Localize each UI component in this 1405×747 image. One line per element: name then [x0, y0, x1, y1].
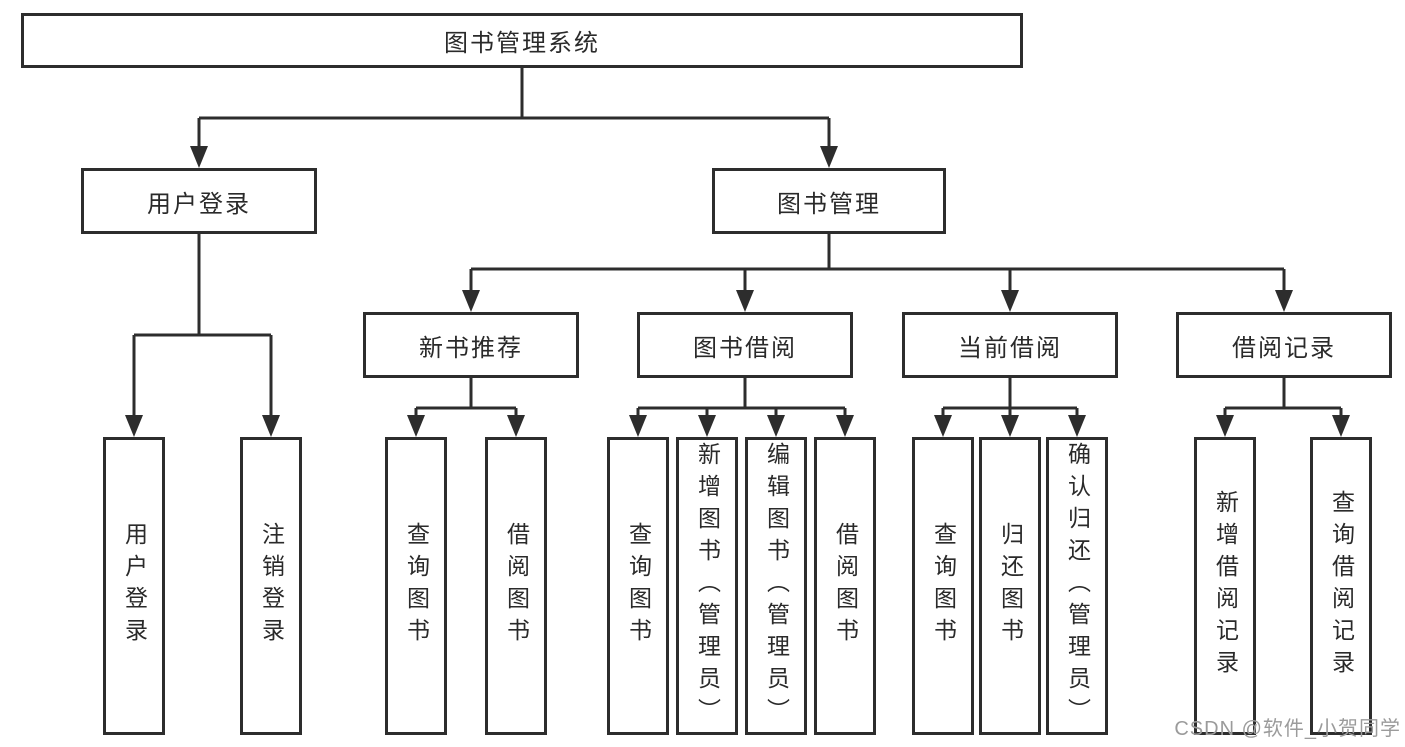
node-user-login: 用户登录 — [81, 168, 317, 234]
leaf-edit-books-admin: 编辑图书（管理员） — [745, 437, 807, 735]
leaf-query-books-recommend: 查询图书 — [385, 437, 447, 735]
node-root: 图书管理系统 — [21, 13, 1023, 68]
leaf-user-login-label: 用户登录 — [121, 522, 148, 650]
leaf-return-books-label: 归还图书 — [997, 522, 1024, 650]
leaf-query-borrow-record: 查询借阅记录 — [1310, 437, 1372, 735]
leaf-user-login: 用户登录 — [103, 437, 165, 735]
leaf-add-borrow-record-label: 新增借阅记录 — [1212, 490, 1239, 682]
leaf-add-books-admin-label: 新增图书（管理员） — [694, 442, 721, 730]
leaf-query-books-recommend-label: 查询图书 — [403, 522, 430, 650]
node-new-book-recommendation-label: 新书推荐 — [419, 334, 523, 362]
leaf-query-books-current: 查询图书 — [912, 437, 974, 735]
node-user-login-label: 用户登录 — [147, 190, 251, 218]
node-book-management-label: 图书管理 — [777, 190, 881, 218]
node-new-book-recommendation: 新书推荐 — [363, 312, 579, 378]
leaf-add-borrow-record: 新增借阅记录 — [1194, 437, 1256, 735]
leaf-query-books-borrowing-label: 查询图书 — [625, 522, 652, 650]
node-book-borrowing-label: 图书借阅 — [693, 334, 797, 362]
leaf-borrow-books-borrowing-label: 借阅图书 — [832, 522, 859, 650]
leaf-borrow-books-recommend-label: 借阅图书 — [503, 522, 530, 650]
leaf-borrow-books-borrowing: 借阅图书 — [814, 437, 876, 735]
csdn-watermark: CSDN @软件_小贺同学 — [1174, 718, 1401, 740]
node-book-borrowing: 图书借阅 — [637, 312, 853, 378]
leaf-query-books-current-label: 查询图书 — [930, 522, 957, 650]
leaf-logout: 注销登录 — [240, 437, 302, 735]
leaf-query-books-borrowing: 查询图书 — [607, 437, 669, 735]
leaf-edit-books-admin-label: 编辑图书（管理员） — [763, 442, 790, 730]
leaf-add-books-admin: 新增图书（管理员） — [676, 437, 738, 735]
leaf-borrow-books-recommend: 借阅图书 — [485, 437, 547, 735]
node-root-label: 图书管理系统 — [444, 30, 600, 57]
node-borrowing-records-label: 借阅记录 — [1232, 334, 1336, 362]
leaf-return-books: 归还图书 — [979, 437, 1041, 735]
leaf-logout-label: 注销登录 — [258, 522, 285, 650]
node-current-borrowing-label: 当前借阅 — [958, 334, 1062, 362]
node-book-management: 图书管理 — [712, 168, 946, 234]
leaf-query-borrow-record-label: 查询借阅记录 — [1328, 490, 1355, 682]
leaf-confirm-return-admin: 确认归还（管理员） — [1046, 437, 1108, 735]
leaf-confirm-return-admin-label: 确认归还（管理员） — [1064, 442, 1091, 730]
node-borrowing-records: 借阅记录 — [1176, 312, 1392, 378]
node-current-borrowing: 当前借阅 — [902, 312, 1118, 378]
